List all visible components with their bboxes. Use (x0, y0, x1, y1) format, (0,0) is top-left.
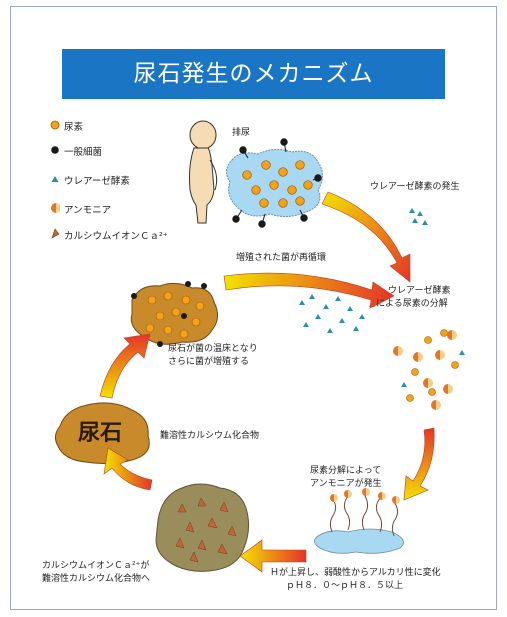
urease-spread (299, 294, 375, 333)
step-calcium-2: 難溶性カルシウム化合物へ (42, 574, 151, 584)
step-urease-generation: ウレアーゼ酵素の発生 (370, 182, 460, 192)
step-ph-2: ｐＨ８．０～ｐＨ８．５以上 (286, 581, 404, 591)
legend-label: ウレアーゼ酵素 (64, 176, 130, 187)
legend-item-urease: ウレアーゼ酵素 (50, 174, 130, 188)
breeding-stone (130, 281, 218, 347)
step-ph-1: Ｈが上昇し、弱酸性からアルカリ性に変化 (270, 568, 441, 578)
page-title: 尿石発生のメカニズム (62, 49, 445, 99)
step-breeding-2: さらに菌が増殖する (168, 357, 250, 367)
cycle-arrows (99, 191, 435, 573)
step-ammonia-1: 尿素分解によって (310, 466, 382, 476)
legend-item-urea: 尿素 (50, 120, 83, 134)
urease-cluster (409, 208, 428, 225)
legend-item-ammonia: アンモニア (50, 202, 111, 216)
ammonia-puddle (314, 488, 404, 554)
step-breeding-1: 尿石が菌の温床となり (168, 344, 258, 354)
urease-icon (50, 174, 62, 189)
diagram-frame (10, 6, 497, 610)
legend-label: 尿素 (64, 122, 84, 133)
step-urea-decomposition-2: による尿素の分解 (376, 299, 448, 309)
urine-pool (226, 138, 323, 228)
bacteria-icon (50, 145, 62, 160)
legend-item-bacteria: 一般細菌 (50, 145, 102, 159)
step-recirculate: 増殖された菌が再循環 (236, 253, 327, 263)
legend-item-calcium: カルシウムイオンＣａ²⁺ (50, 228, 168, 242)
urea-icon (50, 120, 62, 135)
ammonia-icon (50, 202, 62, 219)
child-figure (189, 120, 218, 224)
stone-lump (54, 402, 150, 465)
calcium-icon (50, 228, 62, 245)
ammonia-scatter (393, 329, 465, 410)
step-compound: 難溶性カルシウム化合物 (160, 431, 260, 441)
legend-label: カルシウムイオンＣａ²⁺ (64, 231, 168, 242)
stone-label: 尿石 (78, 421, 123, 446)
step-ammonia-2: アンモニアが発生 (310, 479, 382, 489)
step-urination: 排尿 (232, 128, 251, 138)
step-calcium-1: カルシウムイオンＣａ²⁺が (42, 561, 150, 571)
step-urea-decomposition-1: ウレアーゼ酵素 (388, 286, 451, 296)
compound-lump (155, 483, 250, 572)
legend-label: 一般細菌 (64, 147, 103, 158)
legend-label: アンモニア (64, 205, 112, 216)
